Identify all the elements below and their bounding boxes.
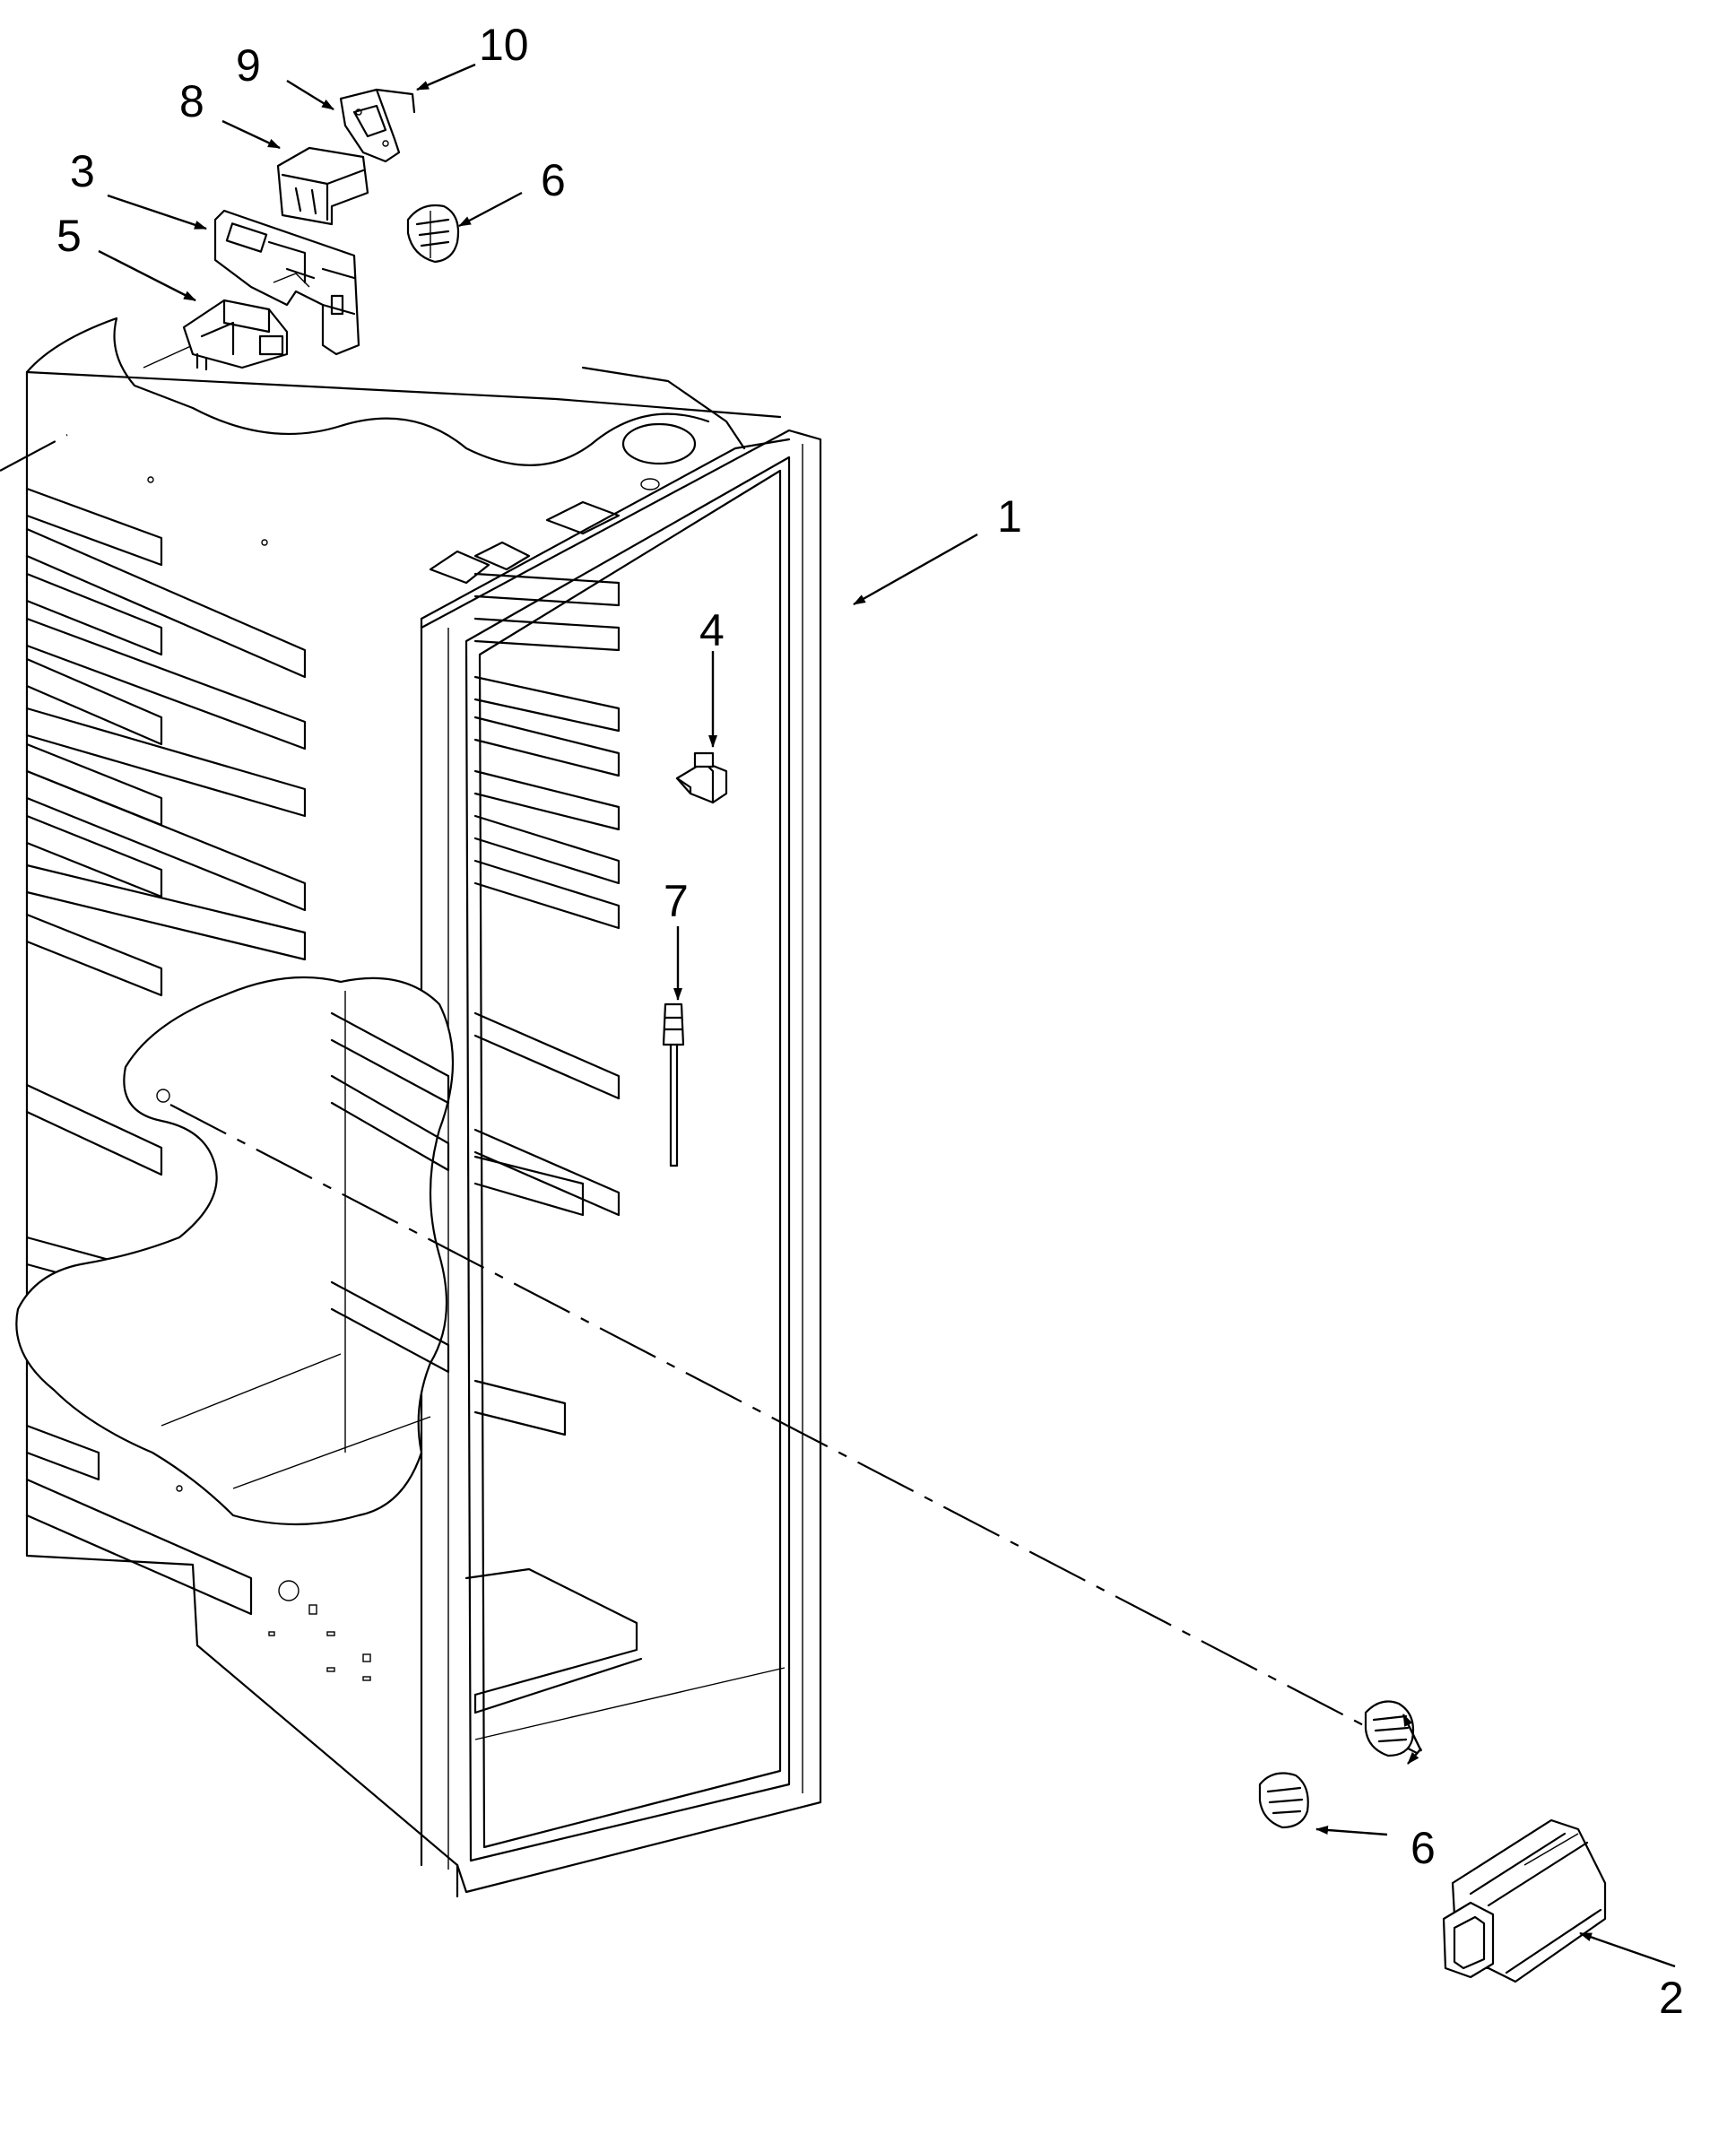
callout-4: 4 [699,605,725,655]
callout-10: 10 [479,20,529,70]
callout-5: 5 [56,211,82,261]
dispenser-chute-housing [1442,1818,1607,1983]
control-housing [213,209,360,356]
shelf-support-clip-lower-2 [1258,1772,1309,1829]
light-switch [675,751,728,804]
callout-6-lower: 6 [1410,1823,1436,1873]
callout-3: 3 [70,146,95,196]
refrigerator-liner [15,317,822,1898]
control-bracket [276,146,369,226]
axis-line-upper [0,434,68,472]
spring-clip [375,88,416,114]
callout-2: 2 [1659,1973,1684,2023]
interior-cutaway [15,976,455,1526]
callout-7: 7 [664,876,689,926]
axis-line-lower [169,1104,1418,1754]
shelf-support-clip-lower-1 [1364,1700,1415,1757]
callout-8: 8 [179,76,204,126]
thermistor [662,1002,685,1167]
leader-arrows [98,63,1676,1968]
control-knob-plate [339,88,401,163]
front-inner-shelf-rails [473,572,621,1436]
damper-assembly [182,299,289,371]
callout-1: 1 [997,491,1022,542]
callout-6-top: 6 [541,155,566,205]
callout-9: 9 [236,40,261,91]
shelf-support-clip-top [406,204,460,264]
